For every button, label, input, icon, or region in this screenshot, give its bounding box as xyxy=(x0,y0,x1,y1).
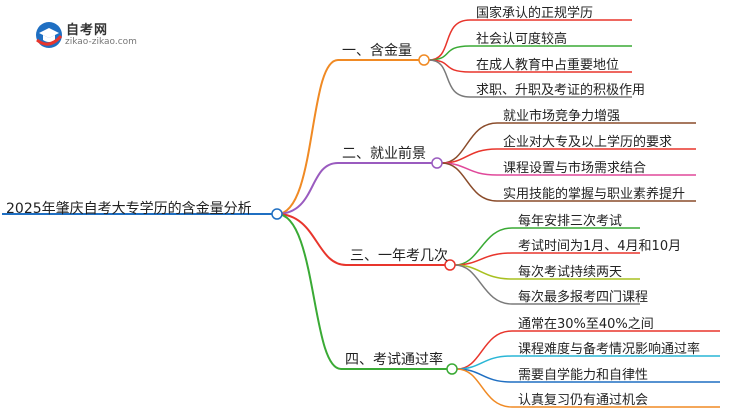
site-logo[interactable]: 自考网 zikao-zikao.com xyxy=(34,18,144,52)
leaf-topic: 课程难度与备考情况影响通过率 xyxy=(518,342,701,357)
leaf-topic: 就业市场竞争力增强 xyxy=(503,109,621,124)
leaf-topic: 每次最多报考四门课程 xyxy=(518,290,649,305)
leaf-topic: 考试时间为1月、4月和10月 xyxy=(518,239,682,254)
branch-node[interactable] xyxy=(446,363,458,375)
branch-node[interactable] xyxy=(418,54,430,66)
leaf-topic: 通常在30%至40%之间 xyxy=(518,317,654,332)
branch-connector xyxy=(276,213,342,370)
leaf-topic: 社会认可度较高 xyxy=(476,32,568,47)
leaf-connector xyxy=(441,162,498,202)
graduation-cap-icon xyxy=(36,22,63,48)
branch-topic: 一、含金量 xyxy=(342,43,412,59)
root-topic: 2025年肇庆自考大专学历的含金量分析 xyxy=(6,201,252,217)
leaf-connector xyxy=(428,45,471,61)
leaf-connector xyxy=(428,59,471,73)
logo-url: zikao-zikao.com xyxy=(65,37,137,47)
leaf-topic: 在成人教育中占重要地位 xyxy=(476,58,620,73)
leaf-topic: 认真复习仍有通过机会 xyxy=(518,393,649,408)
leaf-connector xyxy=(456,368,513,408)
leaf-connector xyxy=(428,59,471,98)
logo-title: 自考网 xyxy=(66,23,109,38)
leaf-connector xyxy=(428,19,471,61)
branch-topic: 二、就业前景 xyxy=(342,146,426,162)
leaf-topic: 国家承认的正规学历 xyxy=(476,6,594,21)
leaf-topic: 求职、升职及考证的积极作用 xyxy=(476,83,646,98)
leaf-topic: 需要自学能力和自律性 xyxy=(518,368,649,383)
branch-connector xyxy=(276,162,339,215)
leaf-connector xyxy=(454,227,513,266)
branch-node[interactable] xyxy=(431,157,443,169)
leaf-topic: 企业对大专及以上学历的要求 xyxy=(503,135,673,150)
branch-topic: 四、考试通过率 xyxy=(345,352,443,368)
leaf-connector xyxy=(456,330,513,370)
branch-connector xyxy=(276,59,339,215)
branch-topic: 三、一年考几次 xyxy=(350,248,448,264)
leaf-connector xyxy=(454,264,513,305)
leaf-topic: 课程设置与市场需求结合 xyxy=(503,161,647,176)
leaf-connector xyxy=(441,122,498,164)
branch-node[interactable] xyxy=(444,259,456,271)
leaf-topic: 实用技能的掌握与职业素养提升 xyxy=(503,187,686,202)
leaf-topic: 每年安排三次考试 xyxy=(518,214,623,229)
root-node[interactable] xyxy=(271,208,283,220)
leaf-topic: 每次考试持续两天 xyxy=(518,265,623,280)
branch-connector xyxy=(276,213,347,266)
